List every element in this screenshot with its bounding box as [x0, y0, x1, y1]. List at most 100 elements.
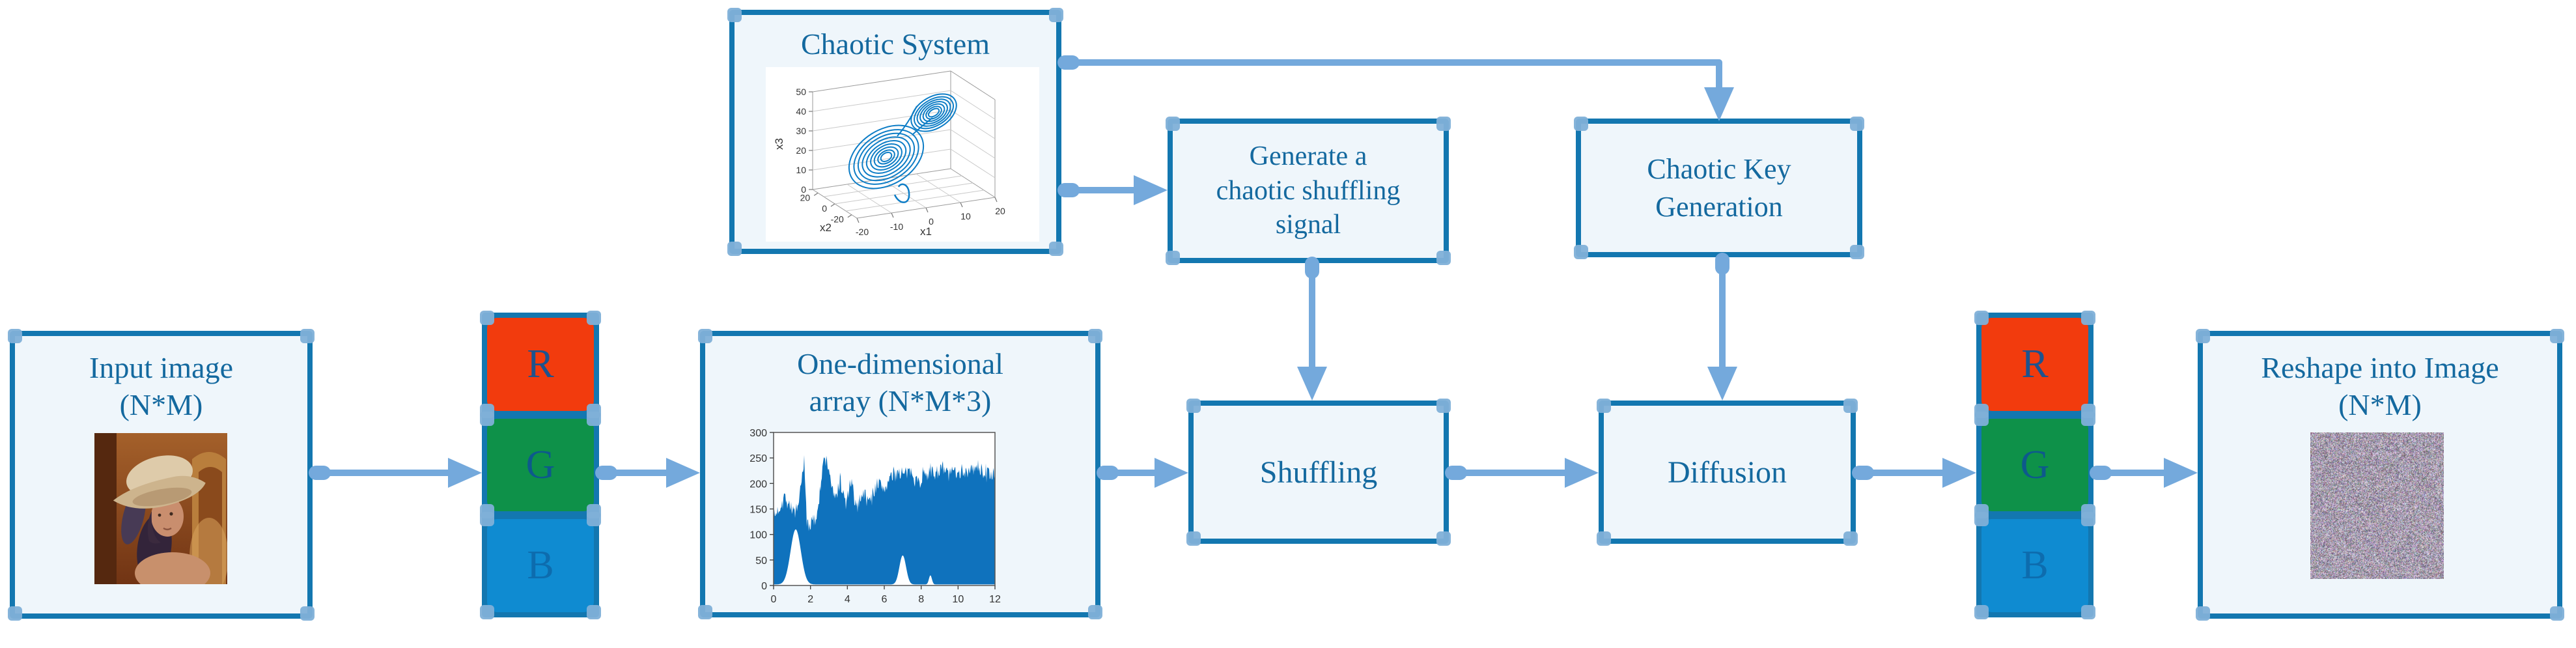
keygen-line1: Chaotic Key — [1647, 153, 1791, 186]
shuffling-label-text: Shuffling — [1259, 455, 1378, 490]
arrow-head — [1707, 367, 1737, 401]
tick-label: 12 — [989, 594, 1001, 604]
corner-accent — [1436, 117, 1451, 131]
attractor-crossing — [897, 106, 933, 137]
tick-label: 10 — [952, 594, 964, 604]
corner-accent — [300, 606, 315, 621]
corner-accent — [1049, 8, 1063, 22]
corner-accent — [1574, 117, 1588, 131]
attractor-loop — [922, 103, 945, 122]
tick-label: x3 — [773, 138, 785, 150]
diffusion-box: Diffusion — [1597, 399, 1858, 546]
tick-label: -20 — [856, 227, 869, 237]
plot-line — [950, 90, 996, 120]
plot-line — [830, 203, 835, 207]
generate-shuffling-signal-label: Generate a chaotic shuffling signal — [1173, 124, 1444, 258]
one-dim-title-line2: array (N*M*3) — [809, 384, 992, 418]
tick-label: 4 — [845, 594, 850, 604]
corner-accent — [1186, 531, 1201, 546]
tick-label: 0 — [929, 216, 934, 227]
tick-label: 200 — [749, 479, 767, 490]
plot-line — [813, 192, 819, 196]
plot-line — [847, 214, 852, 218]
reshape-title-line1: Reshape into Image — [2261, 351, 2499, 384]
plot-line — [950, 109, 996, 139]
plot-line — [845, 190, 985, 212]
corner-accent — [1049, 242, 1063, 256]
tick-label: 10 — [796, 165, 806, 175]
rgb-stack-input: R G B — [480, 311, 601, 620]
tick-label: 50 — [755, 556, 767, 567]
shuffling-box: Shuffling — [1186, 399, 1451, 546]
arrow-head — [1942, 458, 1976, 488]
arrow-shaft — [1061, 187, 1137, 193]
plot-line — [881, 178, 927, 208]
one-dimensional-array-title: One-dimensional array (N*M*3) — [705, 336, 1095, 419]
tick-label: 10 — [960, 211, 971, 221]
blue-channel-label: B — [2021, 543, 2049, 588]
lena-image — [94, 433, 227, 584]
plot-line — [812, 109, 951, 132]
corner-accent — [587, 411, 601, 426]
plot-line — [891, 212, 894, 218]
corner-accent — [1974, 605, 1989, 620]
attractor-loop — [916, 98, 951, 127]
corner-accent — [727, 8, 742, 22]
corner-accent — [1843, 531, 1858, 546]
corner-accent — [1850, 117, 1864, 131]
chaotic-system-title: Chaotic System — [735, 15, 1056, 63]
corner-accent — [2081, 512, 2095, 527]
chaotic-system-title-text: Chaotic System — [800, 27, 990, 61]
attractor-loop — [870, 143, 903, 171]
corner-accent — [1436, 399, 1451, 413]
arrow-head — [2164, 458, 2198, 488]
arrow-head — [1297, 367, 1327, 401]
attractor-loop — [877, 149, 895, 165]
green-channel-cell: G — [1974, 411, 2095, 519]
reshape-image-box: Reshape into Image (N*M) — [2196, 329, 2564, 621]
corner-accent — [300, 329, 315, 343]
tick-label: 0 — [771, 594, 777, 604]
corner-accent — [2081, 605, 2095, 620]
corner-accent — [1974, 512, 1989, 527]
plot-line — [856, 218, 860, 223]
generate-shuffling-signal-box: Generate a chaotic shuffling signal — [1166, 117, 1451, 265]
tick-label: 150 — [749, 505, 767, 516]
diffusion-label-text: Diffusion — [1667, 455, 1787, 490]
corner-accent — [2081, 411, 2095, 426]
corner-accent — [1166, 117, 1180, 131]
attractor-loop — [910, 93, 957, 132]
corner-accent — [480, 411, 494, 426]
corner-accent — [727, 242, 742, 256]
tick-label: 20 — [995, 206, 1005, 216]
signal-area — [774, 455, 995, 585]
corner-accent — [1843, 399, 1858, 413]
corner-accent — [480, 512, 494, 527]
tick-label: 8 — [918, 594, 924, 604]
attractor-loop — [873, 146, 899, 168]
attractor-loop — [853, 129, 919, 185]
corner-accent — [1088, 605, 1102, 619]
tick-label: 2 — [807, 594, 813, 604]
input-image-title-line2: (N*M) — [119, 388, 203, 422]
corner-accent — [2081, 311, 2095, 325]
input-image-box: Input image (N*M) — [8, 329, 315, 621]
arrow-shaft — [2093, 470, 2167, 476]
attractor-loop — [861, 136, 911, 178]
attractor-loop — [914, 96, 954, 130]
tick-label: x2 — [820, 221, 832, 234]
tick-label: -10 — [890, 221, 903, 232]
plot-line — [950, 70, 996, 100]
tick-label: 20 — [800, 192, 811, 203]
green-channel-cell: G — [480, 411, 601, 519]
tick-label: x1 — [920, 225, 932, 238]
blue-channel-cell: B — [480, 512, 601, 620]
encrypted-image — [2310, 432, 2444, 579]
attractor-loop — [927, 107, 940, 118]
reshape-title-line2: (N*M) — [2338, 388, 2422, 422]
arrow-shaft — [1856, 470, 1946, 476]
corner-accent — [698, 605, 712, 619]
